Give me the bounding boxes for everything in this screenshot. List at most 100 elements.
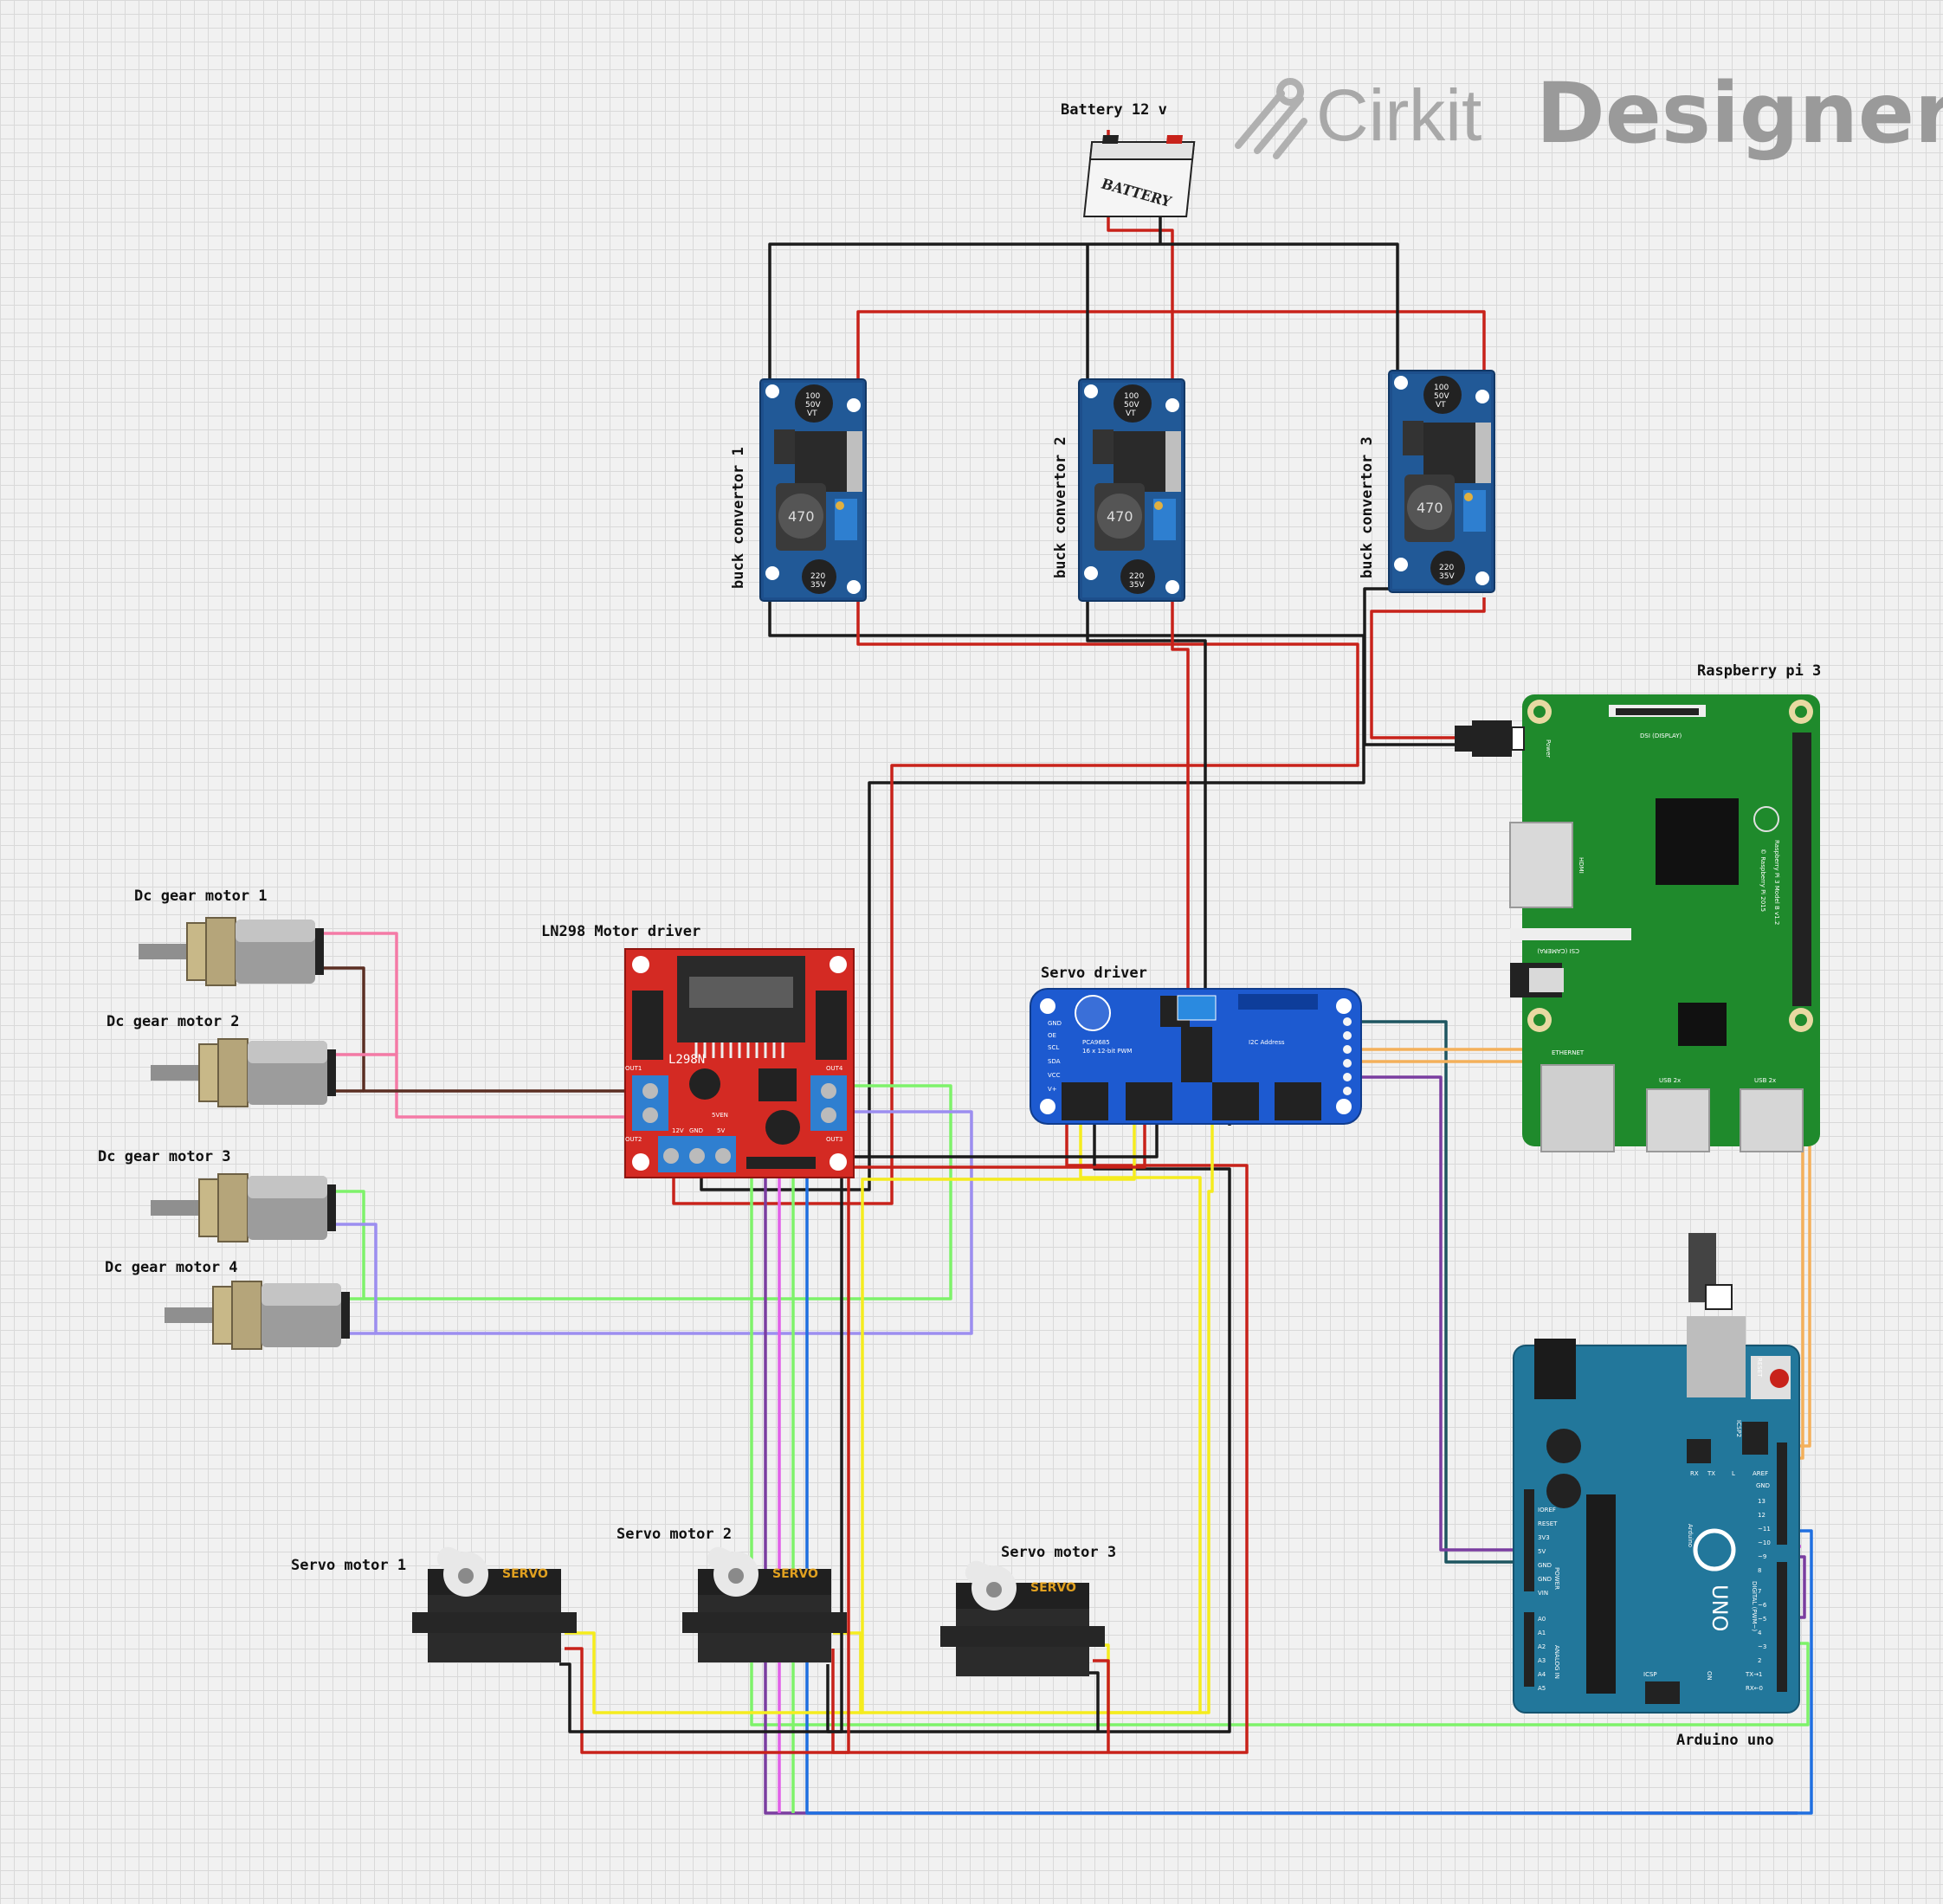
l298-label: LN298 Motor driver xyxy=(541,923,700,940)
buck-converter-3-label-group: buck convertor 3 xyxy=(1359,436,1376,578)
buck-converter-3[interactable]: 100 50V VT 470 220 35V xyxy=(1388,370,1495,593)
uno-icsp2: ICSP2 xyxy=(1735,1420,1742,1437)
motor1-label: Dc gear motor 1 xyxy=(134,887,268,905)
servo-driver-pca9685[interactable]: Servo driver PCA9685 16 x 12-bit PWM I2C… xyxy=(1030,965,1362,1125)
buck3-cap-small-1: 220 xyxy=(1439,564,1454,572)
buck3-label: buck convertor 3 xyxy=(1359,436,1376,578)
buck1-cap-big-2: 50V xyxy=(805,401,821,410)
servo2-label: Servo motor 2 xyxy=(616,1526,732,1543)
wire-buck1-out-pos xyxy=(672,597,1359,1205)
uno-pin-a4: A4 xyxy=(1538,1671,1546,1678)
wire-servo3-vplus xyxy=(1093,1093,1247,1752)
uno-analog-pins: A0 A1 A2 A3 A4 A5 xyxy=(1538,1616,1546,1692)
rpi-label: Raspberry pi 3 xyxy=(1697,662,1821,680)
uno-l: L xyxy=(1732,1470,1735,1477)
dc-motor-1[interactable] xyxy=(138,917,325,986)
uno-pin-gnd1: GND xyxy=(1538,1562,1552,1569)
buck3-cap-big-1: 100 xyxy=(1434,384,1449,392)
rpi-power: Power xyxy=(1545,739,1552,758)
uno-pin-5: ~5 xyxy=(1758,1616,1766,1623)
brand-word-designer: Designer xyxy=(1536,65,1943,162)
pca-pin-vcc: VCC xyxy=(1048,1072,1061,1079)
buck-converter-2-label-group: buck convertor 2 xyxy=(1052,436,1069,578)
wire-buck3-out-pos xyxy=(1370,597,1486,739)
raspberry-logo-icon xyxy=(1753,806,1779,832)
servo-motor-3[interactable]: SERVO xyxy=(940,1557,1105,1676)
buck2-cap-big-2: 50V xyxy=(1124,401,1139,410)
uno-pin-reset: RESET xyxy=(1538,1520,1558,1527)
servo1-brand: SERVO xyxy=(502,1567,548,1581)
logo-icon xyxy=(1235,78,1307,159)
wire-servo1-vplus xyxy=(565,1093,1249,1754)
buck-converter-2[interactable]: 100 50V VT 470 220 35V xyxy=(1078,378,1185,602)
servo3-label: Servo motor 3 xyxy=(1001,1544,1116,1561)
uno-tx: TX xyxy=(1707,1470,1715,1477)
uno-digital-pins: 13 12 ~11 ~10 ~9 8 7 ~6 ~5 4 ~3 2 TX→1 R… xyxy=(1745,1498,1771,1692)
uno-pin-6: ~6 xyxy=(1758,1602,1767,1609)
arduino-uno[interactable]: UNO Arduino RESET ICSP2 AREF GND TX RX L… xyxy=(1513,1233,1800,1714)
buck1-cap-small-2: 35V xyxy=(810,581,826,590)
rpi-usb2: USB 2x xyxy=(1754,1077,1776,1084)
uno-pin-gnd2: GND xyxy=(1538,1576,1552,1583)
wire-buck2-out-neg xyxy=(1086,597,1207,1004)
servo-driver-label: Servo driver xyxy=(1041,965,1147,982)
buck1-cap-big-3: VT xyxy=(807,410,817,418)
uno-pin-13: 13 xyxy=(1758,1498,1765,1505)
pca-title: PCA9685 xyxy=(1082,1039,1110,1046)
pca-pin-vplus: V+ xyxy=(1048,1086,1057,1093)
wire-servo2-gnd xyxy=(826,1093,1159,1733)
wire-pca-vcc xyxy=(1354,1075,1526,1552)
l298-chip-label: L298N xyxy=(668,1053,705,1067)
wire-motor1-pink xyxy=(320,932,637,1119)
motor3-label: Dc gear motor 3 xyxy=(98,1148,231,1165)
wire-servo3-signal xyxy=(1093,1093,1214,1714)
pca-subtitle: 16 x 12-bit PWM xyxy=(1082,1048,1132,1055)
uno-pin-10: ~10 xyxy=(1758,1539,1771,1546)
raspberry-pi[interactable]: Raspberry pi 3 DSI (DISPLAY) HDMI CSI (C… xyxy=(1509,662,1821,1152)
buck3-cap-big-3: VT xyxy=(1436,401,1446,410)
rpi-model: Raspberry Pi 3 Model B v1.2 xyxy=(1773,840,1780,925)
pca-pin-scl: SCL xyxy=(1048,1044,1059,1051)
uno-analog-in: ANALOG IN xyxy=(1553,1645,1560,1679)
buck2-cap-small-2: 35V xyxy=(1129,581,1145,590)
uno-pin-a0: A0 xyxy=(1538,1616,1546,1623)
dc-motor-2[interactable] xyxy=(150,1038,337,1107)
buck3-cap-small-2: 35V xyxy=(1439,572,1455,581)
l298-out2: OUT2 xyxy=(625,1136,642,1143)
battery-label: Battery 12 v xyxy=(1061,101,1167,119)
uno-pin-7: 7 xyxy=(1758,1588,1761,1595)
pca-address: I2C Address xyxy=(1249,1039,1285,1046)
motor2-label: Dc gear motor 2 xyxy=(107,1013,240,1030)
dc-motor-3[interactable] xyxy=(150,1173,337,1242)
uno-aref: AREF xyxy=(1753,1470,1768,1477)
uno-pin-0: RX←0 xyxy=(1746,1685,1763,1692)
buck2-label: buck convertor 2 xyxy=(1052,436,1069,578)
arduino-label: Arduino uno xyxy=(1676,1732,1774,1749)
rpi-usb1: USB 2x xyxy=(1659,1077,1681,1084)
arduino-logo-icon xyxy=(1693,1528,1736,1572)
pca-pin-oe: OE xyxy=(1048,1032,1056,1039)
buck-converter-1[interactable]: 100 50V VT 470 220 35V xyxy=(759,378,867,602)
uno-on: ON xyxy=(1706,1671,1713,1681)
wire-pca-gnd xyxy=(1354,1020,1526,1564)
servo3-brand: SERVO xyxy=(1030,1581,1076,1595)
wire-servo1-gnd xyxy=(559,1093,1231,1733)
servo-motor-2[interactable]: SERVO xyxy=(682,1543,847,1662)
buck1-cap-small-1: 220 xyxy=(810,572,825,581)
rpi-csi: CSI (CAMERA) xyxy=(1537,947,1579,954)
servo-motor-1[interactable]: SERVO xyxy=(412,1543,577,1662)
uno-pin-12: 12 xyxy=(1758,1512,1765,1519)
uno-power-pins: IOREF RESET 3V3 5V GND GND VIN xyxy=(1538,1507,1558,1597)
wire-servo1-signal xyxy=(565,1093,1202,1714)
dc-motor-4[interactable] xyxy=(164,1281,351,1350)
buck2-cap-big-1: 100 xyxy=(1124,392,1139,401)
uno-pin-3: ~3 xyxy=(1758,1643,1766,1650)
uno-pin-9: ~9 xyxy=(1758,1553,1766,1560)
battery[interactable]: Battery 12 v BATTERY xyxy=(1061,101,1196,217)
uno-pin-5v: 5V xyxy=(1538,1548,1546,1555)
uno-pin-2: 2 xyxy=(1758,1657,1761,1664)
l298n-motor-driver[interactable]: LN298 Motor driver L298N OUT1 OUT2 OUT3 … xyxy=(541,923,855,1178)
pca-pin-sda: SDA xyxy=(1048,1058,1061,1065)
uno-pin-a5: A5 xyxy=(1538,1685,1546,1692)
buck-converter-1-label-group: buck convertor 1 xyxy=(730,447,747,589)
